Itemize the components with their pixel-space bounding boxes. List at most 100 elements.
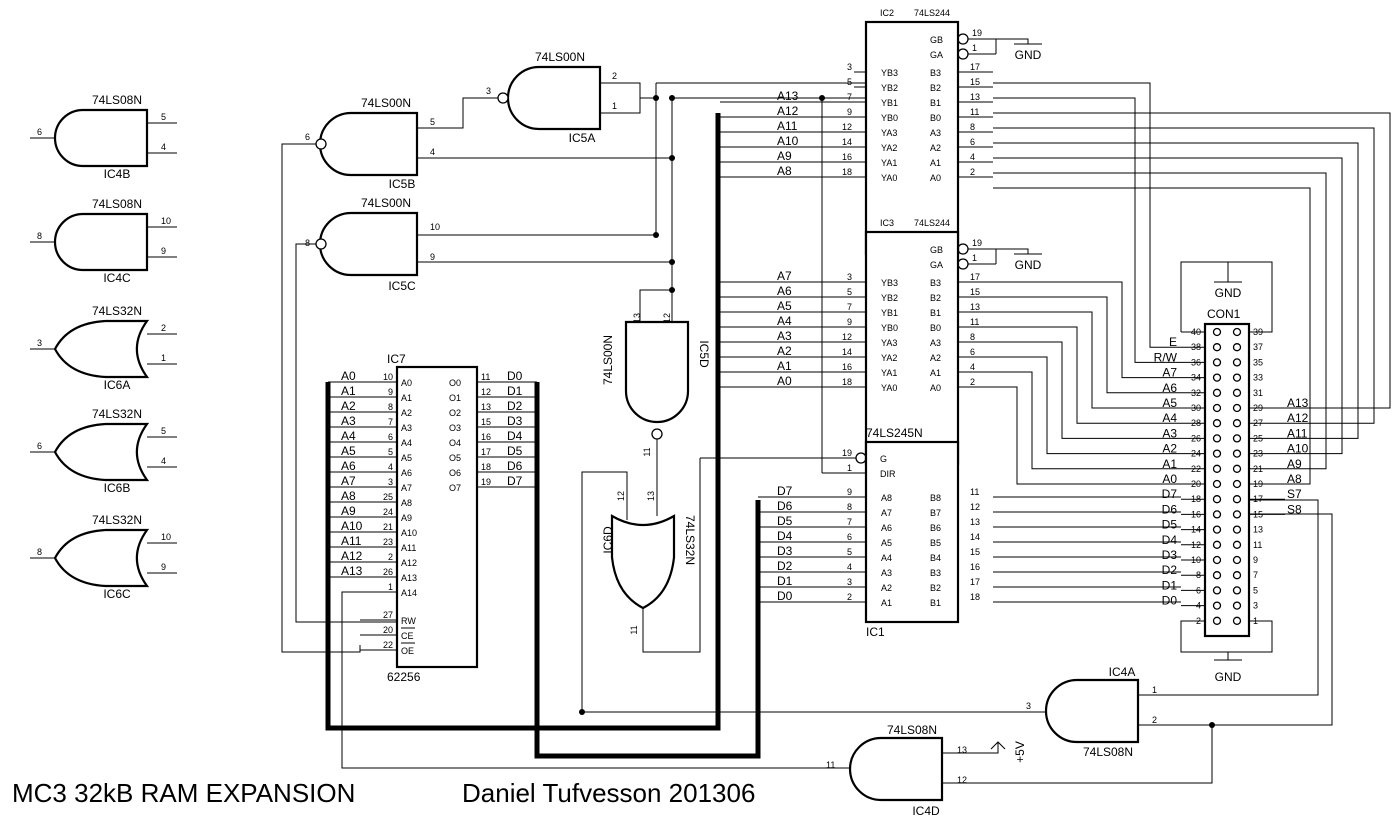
pin-name: YB0: [881, 113, 898, 123]
gate-type-label: 74LS08N: [1083, 745, 1133, 759]
pin-name: A3: [930, 338, 941, 348]
gate-id: IC6A: [104, 378, 131, 392]
signal-label: A4: [1162, 411, 1177, 425]
ic7-body: [395, 365, 479, 669]
signal-label: D6: [1162, 502, 1178, 516]
junction-dot: [669, 95, 675, 101]
chip-part: 74LS244: [914, 218, 950, 228]
gate-id: IC5D: [697, 340, 711, 368]
bus-label: A0: [341, 369, 356, 383]
signal-label: R/W: [1154, 350, 1178, 364]
pin-number: 4: [430, 147, 435, 157]
pin-number: 1: [1253, 616, 1258, 626]
wire: [993, 142, 1359, 439]
signal-label: S7: [1287, 487, 1302, 501]
gate-id: IC4A: [1109, 665, 1136, 679]
pin-name: YA3: [881, 128, 897, 138]
pin-name: B0: [930, 113, 941, 123]
pin-number: 19: [1253, 479, 1263, 489]
pin-number: 6: [37, 441, 42, 451]
con-pin: [1212, 525, 1222, 534]
chip-part: 74LS245N: [866, 426, 923, 440]
pin-name: B1: [930, 308, 941, 318]
pin-number: 6: [847, 532, 852, 542]
pin-number: 9: [1253, 555, 1258, 565]
pin-number: 11: [1253, 540, 1262, 550]
pin-number: 2: [1196, 616, 1201, 626]
pin-name: A3: [881, 568, 892, 578]
gate-id: IC6C: [103, 587, 131, 601]
bus-label: D3: [507, 414, 523, 428]
bus-label: A4: [341, 429, 356, 443]
pin-name: O4: [449, 438, 461, 448]
and-gate: [1044, 678, 1140, 744]
pin-number: 22: [1191, 464, 1201, 474]
signal-label: A6: [1162, 381, 1177, 395]
pin-number: 4: [1196, 601, 1201, 611]
pin-number: 6: [970, 347, 975, 357]
wire: [600, 82, 641, 98]
pin-name: A4: [881, 553, 892, 563]
pin-number: 4: [970, 362, 975, 372]
or-gate: [53, 422, 150, 482]
inversion-bubble: [957, 243, 969, 255]
pin-number: 1: [847, 463, 852, 473]
author: Daniel Tufvesson 201306: [462, 778, 755, 808]
pin-number: 19: [842, 448, 852, 458]
pin-name: YA0: [881, 173, 897, 183]
chip-name: IC2: [880, 8, 894, 18]
pin-number: 23: [383, 537, 393, 547]
gate-id: IC4B: [104, 167, 131, 181]
pin-name: GB: [930, 245, 943, 255]
bus-label: D0: [507, 369, 523, 383]
pin-number: 11: [642, 447, 652, 456]
signal-label: D5: [1162, 518, 1178, 532]
pin-number: 13: [957, 745, 967, 755]
pin-number: 39: [1253, 327, 1263, 337]
bus-label: D5: [777, 514, 793, 528]
pin-name: A2: [930, 143, 941, 153]
pin-number: 12: [1191, 540, 1201, 550]
pin-number: 11: [481, 372, 490, 382]
pin-number: 3: [1026, 701, 1031, 711]
wire: [993, 172, 1327, 470]
con-pin: [1232, 616, 1242, 625]
bus-label: A12: [777, 104, 799, 118]
pin-number: 34: [1191, 373, 1201, 383]
gnd-label: GND: [1015, 48, 1042, 62]
pin-number: 15: [1253, 509, 1263, 519]
pin-number: 5: [161, 112, 166, 122]
pin-number: 2: [1152, 715, 1157, 725]
pin-name: A14: [401, 588, 417, 598]
wire: [996, 38, 1029, 44]
pin-name: B2: [930, 583, 941, 593]
pin-number: 2: [161, 323, 166, 333]
labels: 74LS08N546IC4B74LS08N1098IC4C74LS32N213I…: [37, 8, 1309, 818]
con-pin: [1212, 571, 1222, 580]
bus-label: A6: [777, 284, 792, 298]
pin-number: 8: [37, 231, 42, 241]
wire: [1180, 261, 1273, 333]
bus-label: D3: [777, 544, 793, 558]
con-pin: [1232, 464, 1242, 473]
con-pin: [1212, 403, 1222, 413]
pin-name: A0: [401, 378, 412, 388]
bus-label: A13: [777, 89, 799, 103]
pin-number: 4: [847, 562, 852, 572]
nand-gate: [318, 211, 419, 277]
gate-id: IC5A: [569, 131, 596, 145]
con-pin: [1232, 479, 1242, 489]
pin-name: YB1: [881, 98, 898, 108]
pin-number: 11: [629, 625, 639, 634]
or-gate: [53, 319, 150, 379]
pin-number: 17: [481, 447, 491, 457]
bus-label: D6: [777, 499, 793, 513]
pin-name: B6: [930, 523, 941, 533]
wire: [993, 97, 1181, 363]
pin-number: 8: [1196, 570, 1201, 580]
con-pin: [1232, 373, 1242, 382]
pin-name: B1: [930, 98, 941, 108]
pin-number: 1: [161, 353, 166, 363]
bus-label: A0: [777, 374, 792, 388]
gate-type-label: 74LS32N: [92, 304, 142, 318]
